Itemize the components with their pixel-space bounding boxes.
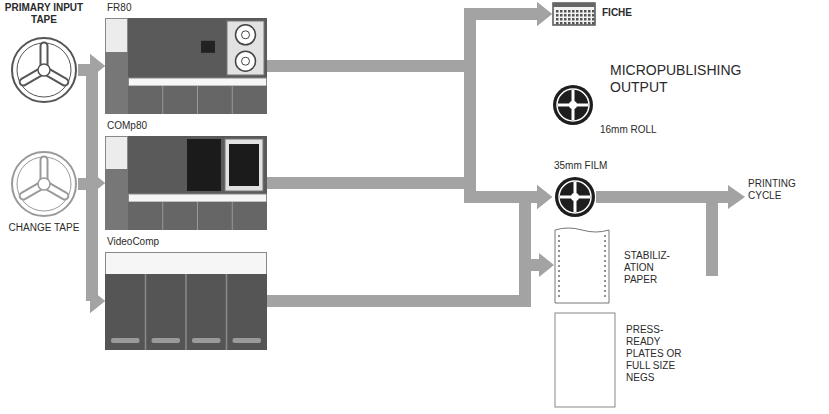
- fr80-machine-drawing: [105, 18, 267, 114]
- plate-output: PRESS-READY PLATES OR FULL SIZE NEGS: [554, 312, 704, 410]
- roll-output-drawing: [552, 84, 594, 126]
- node-label: 35mm FILM: [554, 160, 644, 172]
- videocomp-machine-drawing: [105, 252, 267, 350]
- node-label: STABILIZ- ATION PAPER: [624, 250, 674, 286]
- arrow-band: [267, 183, 539, 197]
- node-label: VideoComp: [107, 236, 257, 248]
- plate-output-drawing: [554, 312, 616, 408]
- flow-arrow: [267, 183, 552, 209]
- flow-arrow: [78, 54, 105, 184]
- comp80-machine-drawing: [105, 136, 267, 230]
- node-label: 16mm ROLL: [600, 124, 670, 136]
- arrow-head: [537, 185, 552, 209]
- film-output: 35mm FILM: [552, 160, 652, 224]
- fiche-output: FICHE: [552, 2, 652, 30]
- arrow-head: [90, 289, 105, 313]
- arrow-head: [90, 54, 105, 78]
- change-tape-reel: CHANGE TAPE: [4, 148, 86, 258]
- node-label: PRIMARY INPUT TAPE: [4, 2, 84, 26]
- paper-output: STABILIZ- ATION PAPER: [554, 226, 704, 306]
- paper-output-drawing: [554, 226, 610, 304]
- arrow-head: [537, 2, 552, 26]
- node-label: FICHE: [602, 7, 650, 19]
- input-tape-reel: PRIMARY INPUT TAPE: [4, 2, 86, 110]
- flow-arrow: [267, 66, 552, 209]
- arrow-band: [267, 14, 539, 183]
- arrow-band: [267, 197, 539, 301]
- change-tape-reel-drawing: [10, 150, 78, 218]
- arrow-band: [267, 265, 541, 301]
- flow-arrow: [267, 253, 554, 301]
- arrow-band: [267, 14, 539, 66]
- arrow-head: [728, 185, 745, 209]
- arrow-band: [78, 66, 92, 184]
- input-tape-reel-drawing: [10, 36, 78, 104]
- node-label: PRESS-READY PLATES OR FULL SIZE NEGS: [626, 324, 688, 384]
- node-label: COMp80: [107, 120, 257, 132]
- comp80-machine: COMp80: [105, 120, 267, 230]
- node-label: FR80: [107, 2, 257, 14]
- node-label: CHANGE TAPE: [4, 222, 84, 234]
- arrow-head: [537, 2, 552, 26]
- printing-cycle-arrow: [596, 185, 745, 276]
- videocomp-machine: VideoComp: [105, 236, 267, 350]
- arrow-head: [537, 185, 552, 209]
- arrow-band: [706, 197, 718, 276]
- film-output-drawing: [554, 176, 596, 218]
- fr80-machine: FR80: [105, 2, 267, 114]
- flow-arrow: [78, 184, 105, 313]
- cycle-label: PRINTING CYCLE: [748, 178, 820, 202]
- arrow-head: [537, 185, 552, 209]
- arrow-band: [267, 66, 539, 197]
- flow-arrow: [267, 2, 552, 183]
- flow-arrow: [267, 185, 552, 301]
- output-heading: MICROPUBLISHING OUTPUT: [610, 62, 760, 96]
- fiche-output-drawing: [552, 2, 596, 26]
- arrow-head: [539, 253, 554, 277]
- arrow-band: [78, 184, 92, 301]
